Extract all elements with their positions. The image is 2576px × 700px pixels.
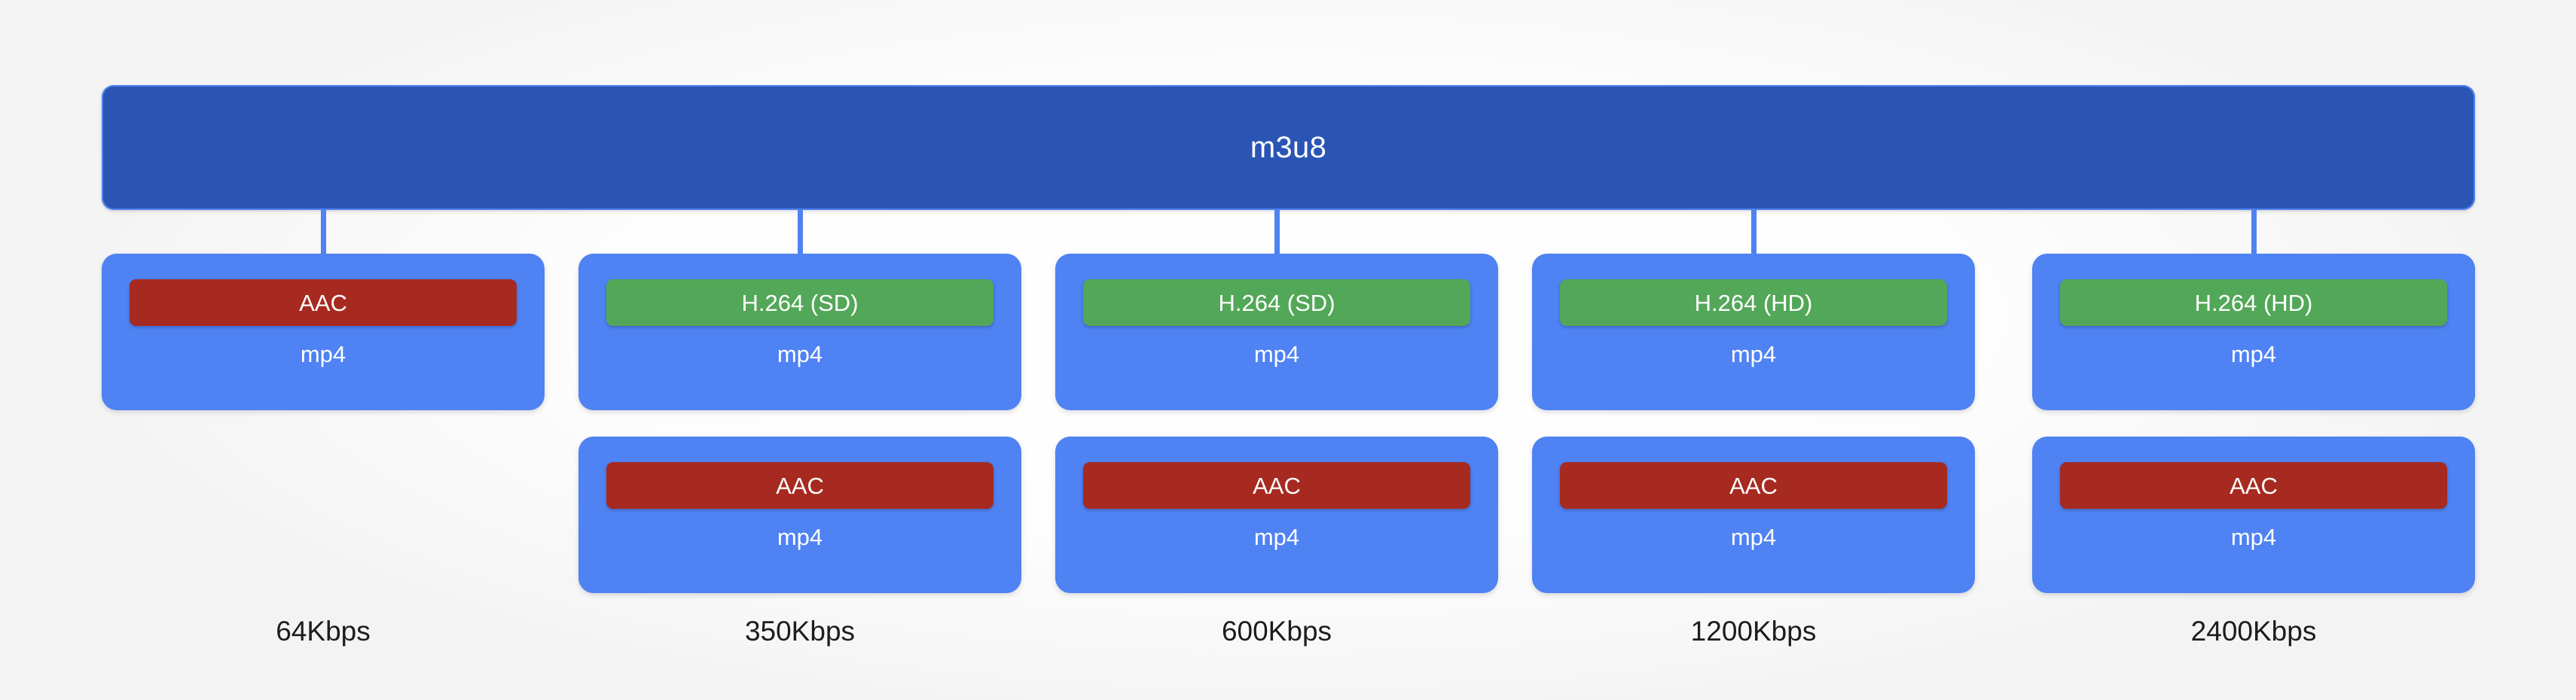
track-card: AAC mp4	[1532, 437, 1975, 593]
codec-label: H.264 (HD)	[2194, 289, 2313, 316]
track-card: AAC mp4	[578, 437, 1021, 593]
track-card: AAC mp4	[102, 254, 545, 410]
codec-label: H.264 (SD)	[1218, 289, 1335, 316]
container-format-label: mp4	[2230, 341, 2277, 367]
video-codec-pill: H.264 (HD)	[2060, 279, 2447, 326]
connector-line	[1274, 210, 1280, 255]
bitrate-caption: 350Kbps	[744, 616, 856, 647]
video-codec-pill: H.264 (HD)	[1560, 279, 1947, 326]
audio-codec-pill: AAC	[130, 279, 517, 326]
audio-codec-pill: AAC	[606, 462, 993, 509]
track-card: H.264 (SD) mp4	[578, 254, 1021, 410]
container-format-label: mp4	[1253, 341, 1300, 367]
video-codec-pill: H.264 (SD)	[606, 279, 993, 326]
container-format-label: mp4	[2230, 524, 2277, 550]
audio-codec-pill: AAC	[1560, 462, 1947, 509]
codec-label: AAC	[1253, 472, 1301, 499]
codec-label: H.264 (HD)	[1694, 289, 1813, 316]
track-card: AAC mp4	[2032, 437, 2475, 593]
bitrate-caption: 2400Kbps	[2190, 616, 2317, 647]
container-format-label: mp4	[300, 341, 346, 367]
track-card: H.264 (HD) mp4	[2032, 254, 2475, 410]
master-playlist-bar: m3u8	[102, 85, 2475, 210]
connector-line	[797, 210, 803, 255]
connector-line	[2251, 210, 2257, 255]
codec-label: AAC	[776, 472, 824, 499]
connector-line	[1750, 210, 1757, 255]
codec-label: AAC	[299, 289, 347, 316]
track-card: H.264 (HD) mp4	[1532, 254, 1975, 410]
codec-label: H.264 (SD)	[741, 289, 859, 316]
track-card: AAC mp4	[1055, 437, 1498, 593]
container-format-label: mp4	[1730, 341, 1777, 367]
master-playlist-label: m3u8	[1250, 131, 1327, 164]
container-format-label: mp4	[777, 341, 823, 367]
codec-label: AAC	[2230, 472, 2278, 499]
container-format-label: mp4	[1253, 524, 1300, 550]
audio-codec-pill: AAC	[2060, 462, 2447, 509]
container-format-label: mp4	[1730, 524, 1777, 550]
bitrate-caption: 1200Kbps	[1690, 616, 1817, 647]
container-format-label: mp4	[777, 524, 823, 550]
track-card: H.264 (SD) mp4	[1055, 254, 1498, 410]
video-codec-pill: H.264 (SD)	[1083, 279, 1470, 326]
bitrate-caption: 64Kbps	[276, 616, 371, 647]
connector-line	[320, 210, 326, 255]
audio-codec-pill: AAC	[1083, 462, 1470, 509]
variant-column: AAC mp4	[102, 254, 545, 595]
codec-label: AAC	[1729, 472, 1778, 499]
bitrate-caption: 600Kbps	[1221, 616, 1332, 647]
